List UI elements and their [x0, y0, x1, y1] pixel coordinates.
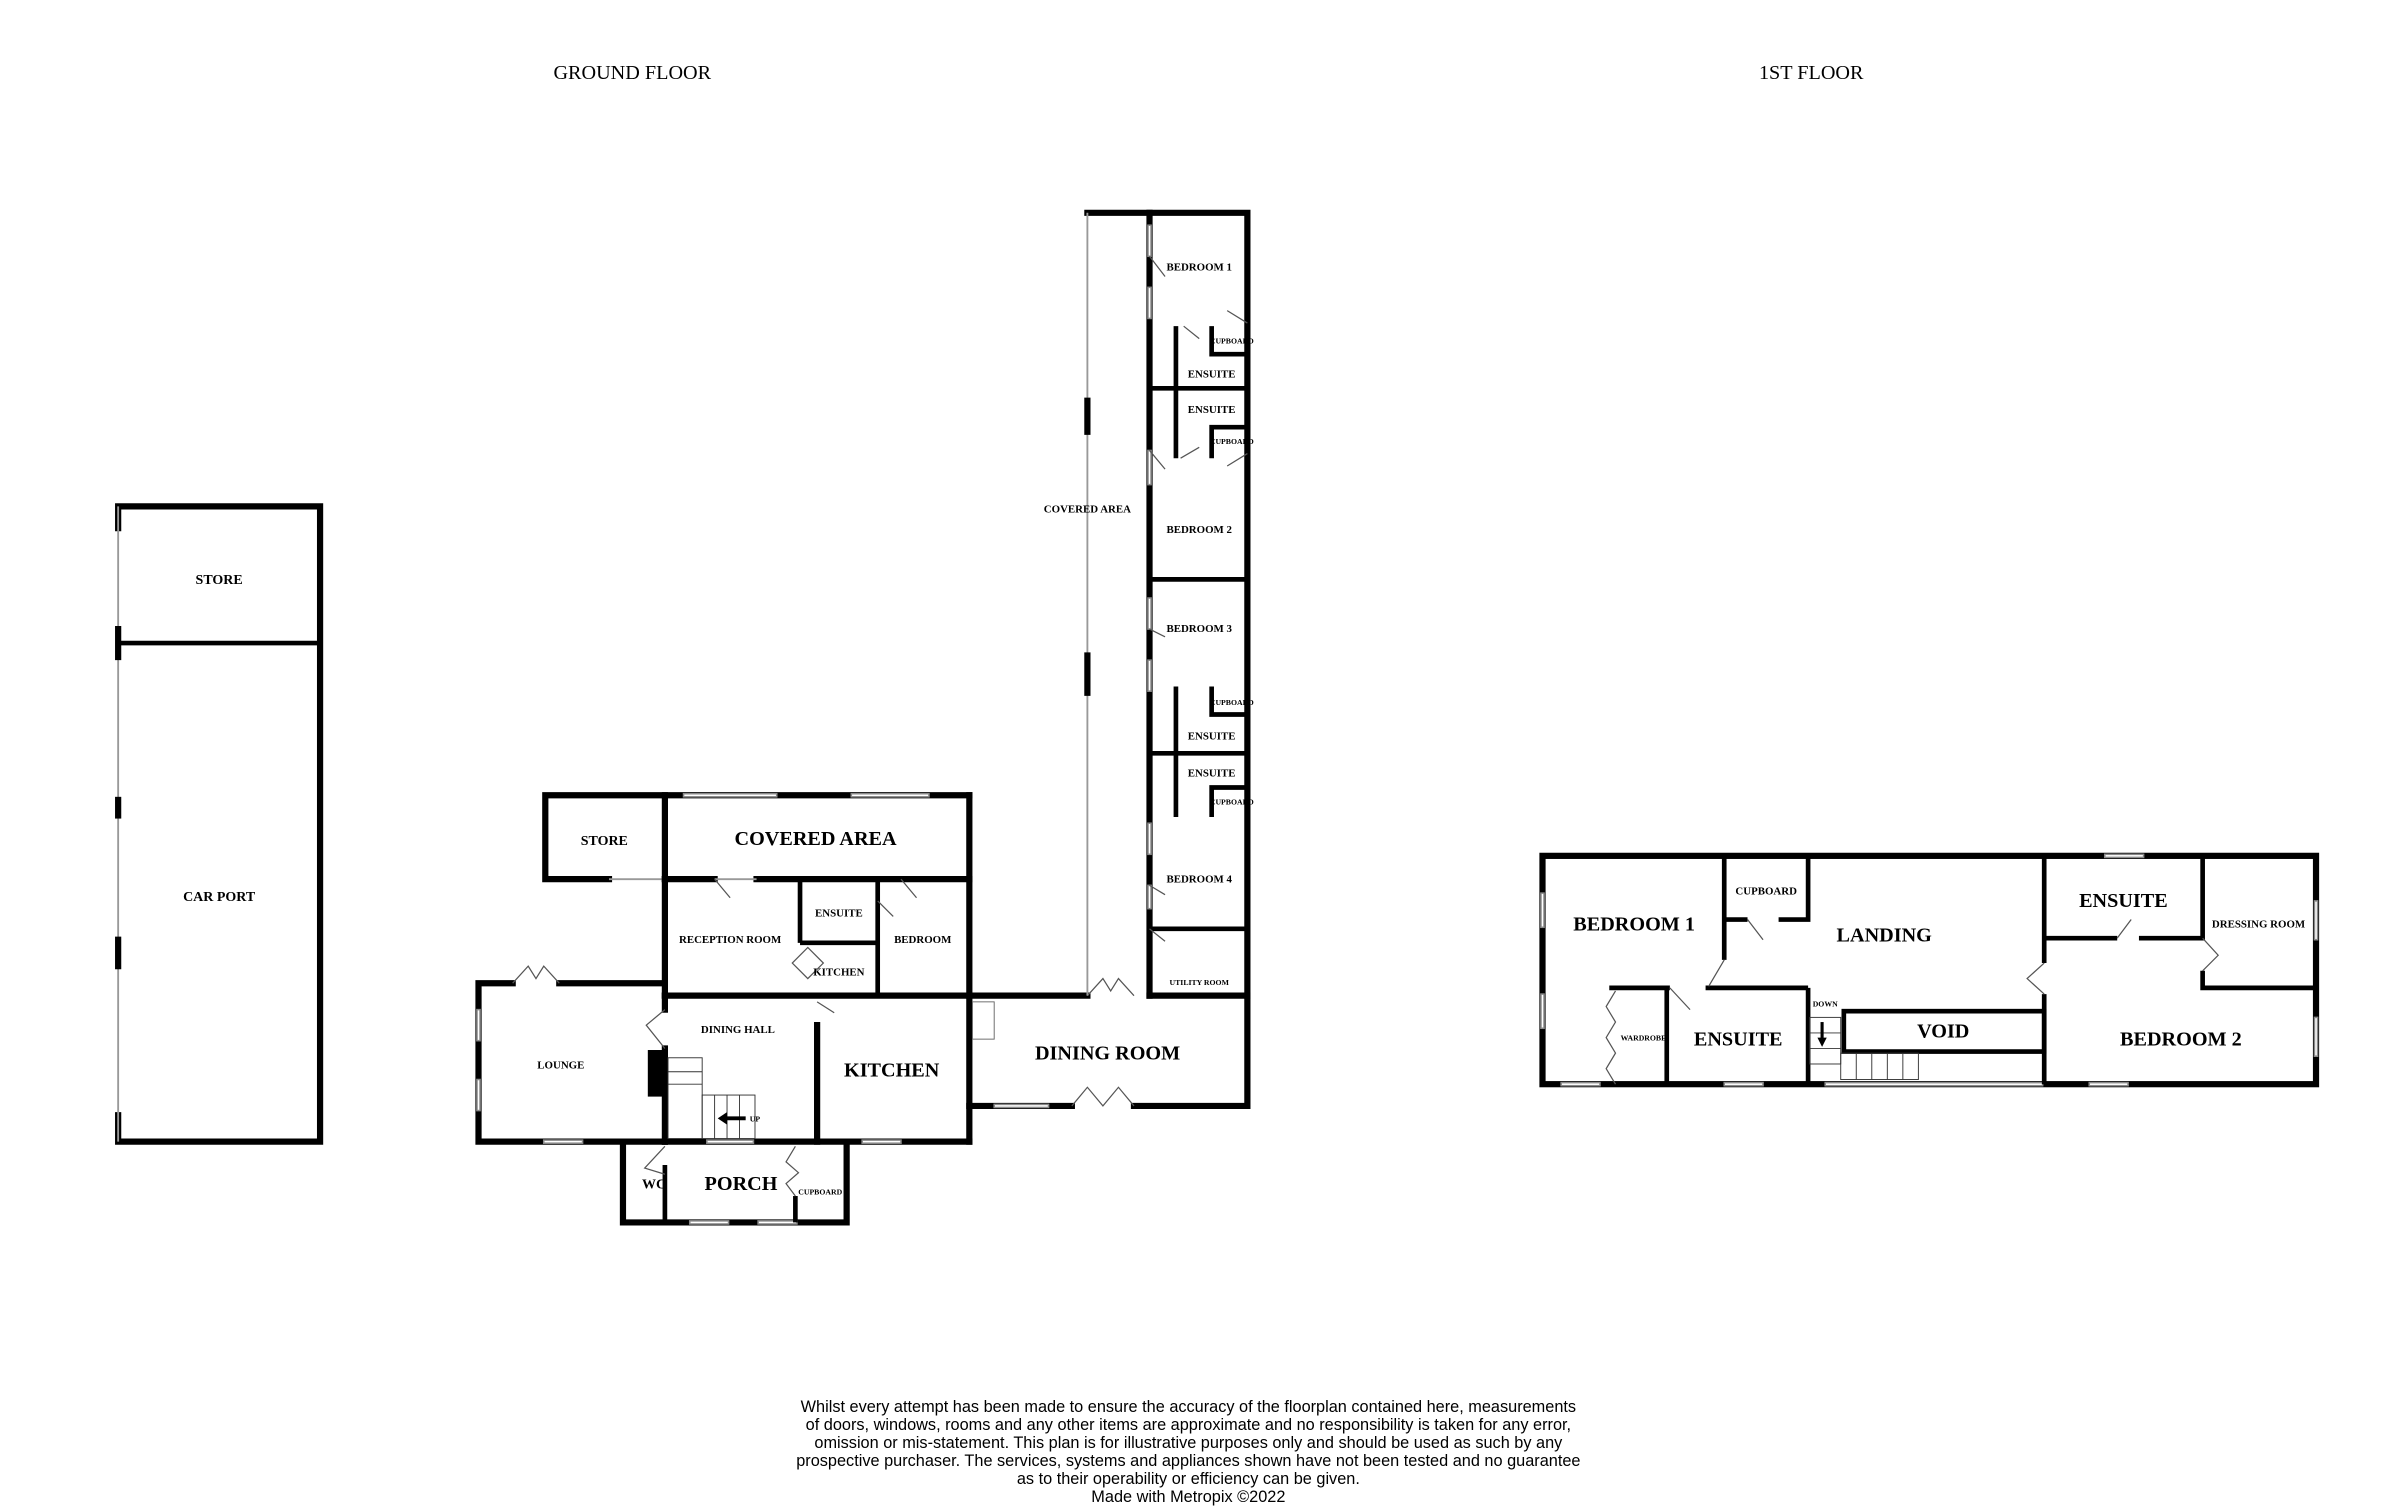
room-label-ensuite-4: ENSUITE: [1188, 768, 1236, 780]
room-label-bedroom-2: BEDROOM 2: [1166, 524, 1231, 536]
room-label-cupboard-3: CUPBOARD: [1210, 698, 1254, 707]
disclaimer-line: of doors, windows, rooms and any other i…: [806, 1416, 1571, 1434]
room-label-ensuite-first: ENSUITE: [1694, 1028, 1783, 1050]
room-label-covered-area-wing: COVERED AREA: [1044, 504, 1131, 516]
staircase: [667, 1057, 756, 1140]
ground-floor-title: GROUND FLOOR: [553, 62, 711, 84]
room-label-ensuite-1: ENSUITE: [1188, 368, 1236, 380]
disclaimer-line: omission or mis-statement. This plan is …: [814, 1434, 1563, 1452]
disclaimer-line: as to their operability or efficiency ca…: [1017, 1470, 1360, 1488]
room-label-wardrobe: WARDROBE: [1621, 1034, 1667, 1043]
room-label-cupboard-1: CUPBOARD: [1210, 336, 1254, 345]
first-floor-title: 1ST FLOOR: [1759, 62, 1864, 84]
stairs-up-label: UP: [750, 1114, 761, 1123]
room-label-bedroom-1: BEDROOM 1: [1166, 261, 1231, 273]
room-label-cupboard-4: CUPBOARD: [1210, 798, 1254, 807]
room-label-dining-hall: DINING HALL: [701, 1024, 775, 1036]
room-label-kitchen: KITCHEN: [844, 1059, 940, 1081]
room-label-ensuite-2: ENSUITE: [1188, 404, 1236, 416]
room-label-bedroom-1-first: BEDROOM 1: [1573, 913, 1695, 935]
room-label-bedroom-3: BEDROOM 3: [1166, 623, 1232, 635]
fireplace: [647, 1050, 664, 1097]
room-label-car-port: CAR PORT: [183, 890, 256, 905]
disclaimer-line: prospective purchaser. The services, sys…: [796, 1452, 1580, 1470]
staircase-first: [1809, 1016, 1919, 1080]
first-floor-plan: DOWN BEDROOM 1 CUPBOARD LANDING ENSUITE …: [1539, 852, 2320, 1088]
room-label-cupboard-first: CUPBOARD: [1735, 886, 1797, 898]
room-label-dressing-room: DRESSING ROOM: [2212, 918, 2305, 930]
room-label-covered-area: COVERED AREA: [735, 828, 898, 850]
room-label-cupboard-2: CUPBOARD: [1210, 437, 1254, 446]
disclaimer-line: Whilst every attempt has been made to en…: [801, 1398, 1576, 1416]
room-label-reception-room: RECEPTION ROOM: [679, 934, 781, 946]
room-label-cupboard: CUPBOARD: [798, 1187, 842, 1196]
room-label-wc: WC: [642, 1177, 666, 1192]
ground-floor-plan: UP: [475, 209, 1254, 1226]
disclaimer: Whilst every attempt has been made to en…: [796, 1398, 1580, 1506]
room-label-lounge: LOUNGE: [537, 1060, 584, 1072]
room-label-ensuite-top: ENSUITE: [2079, 890, 2168, 912]
room-label-kitchen-small: KITCHEN: [813, 966, 864, 978]
room-label-ensuite: ENSUITE: [815, 907, 863, 919]
room-label-store: STORE: [196, 573, 243, 588]
disclaimer-credit: Made with Metropix ©2022: [1091, 1488, 1285, 1506]
car-port-building: STORE CAR PORT: [115, 503, 324, 1145]
room-label-bedroom: BEDROOM: [894, 934, 951, 946]
stairs-down-label: DOWN: [1813, 1000, 1838, 1009]
room-label-store-main: STORE: [581, 834, 628, 849]
room-label-utility-room: UTILITY ROOM: [1170, 978, 1230, 987]
room-label-void: VOID: [1917, 1021, 1969, 1043]
room-label-porch: PORCH: [705, 1173, 778, 1195]
room-label-dining-room: DINING ROOM: [1035, 1042, 1180, 1064]
room-label-landing: LANDING: [1837, 924, 1933, 946]
room-label-bedroom-2-first: BEDROOM 2: [2120, 1028, 2242, 1050]
room-label-bedroom-4: BEDROOM 4: [1166, 873, 1232, 885]
room-label-ensuite-3: ENSUITE: [1188, 730, 1236, 742]
